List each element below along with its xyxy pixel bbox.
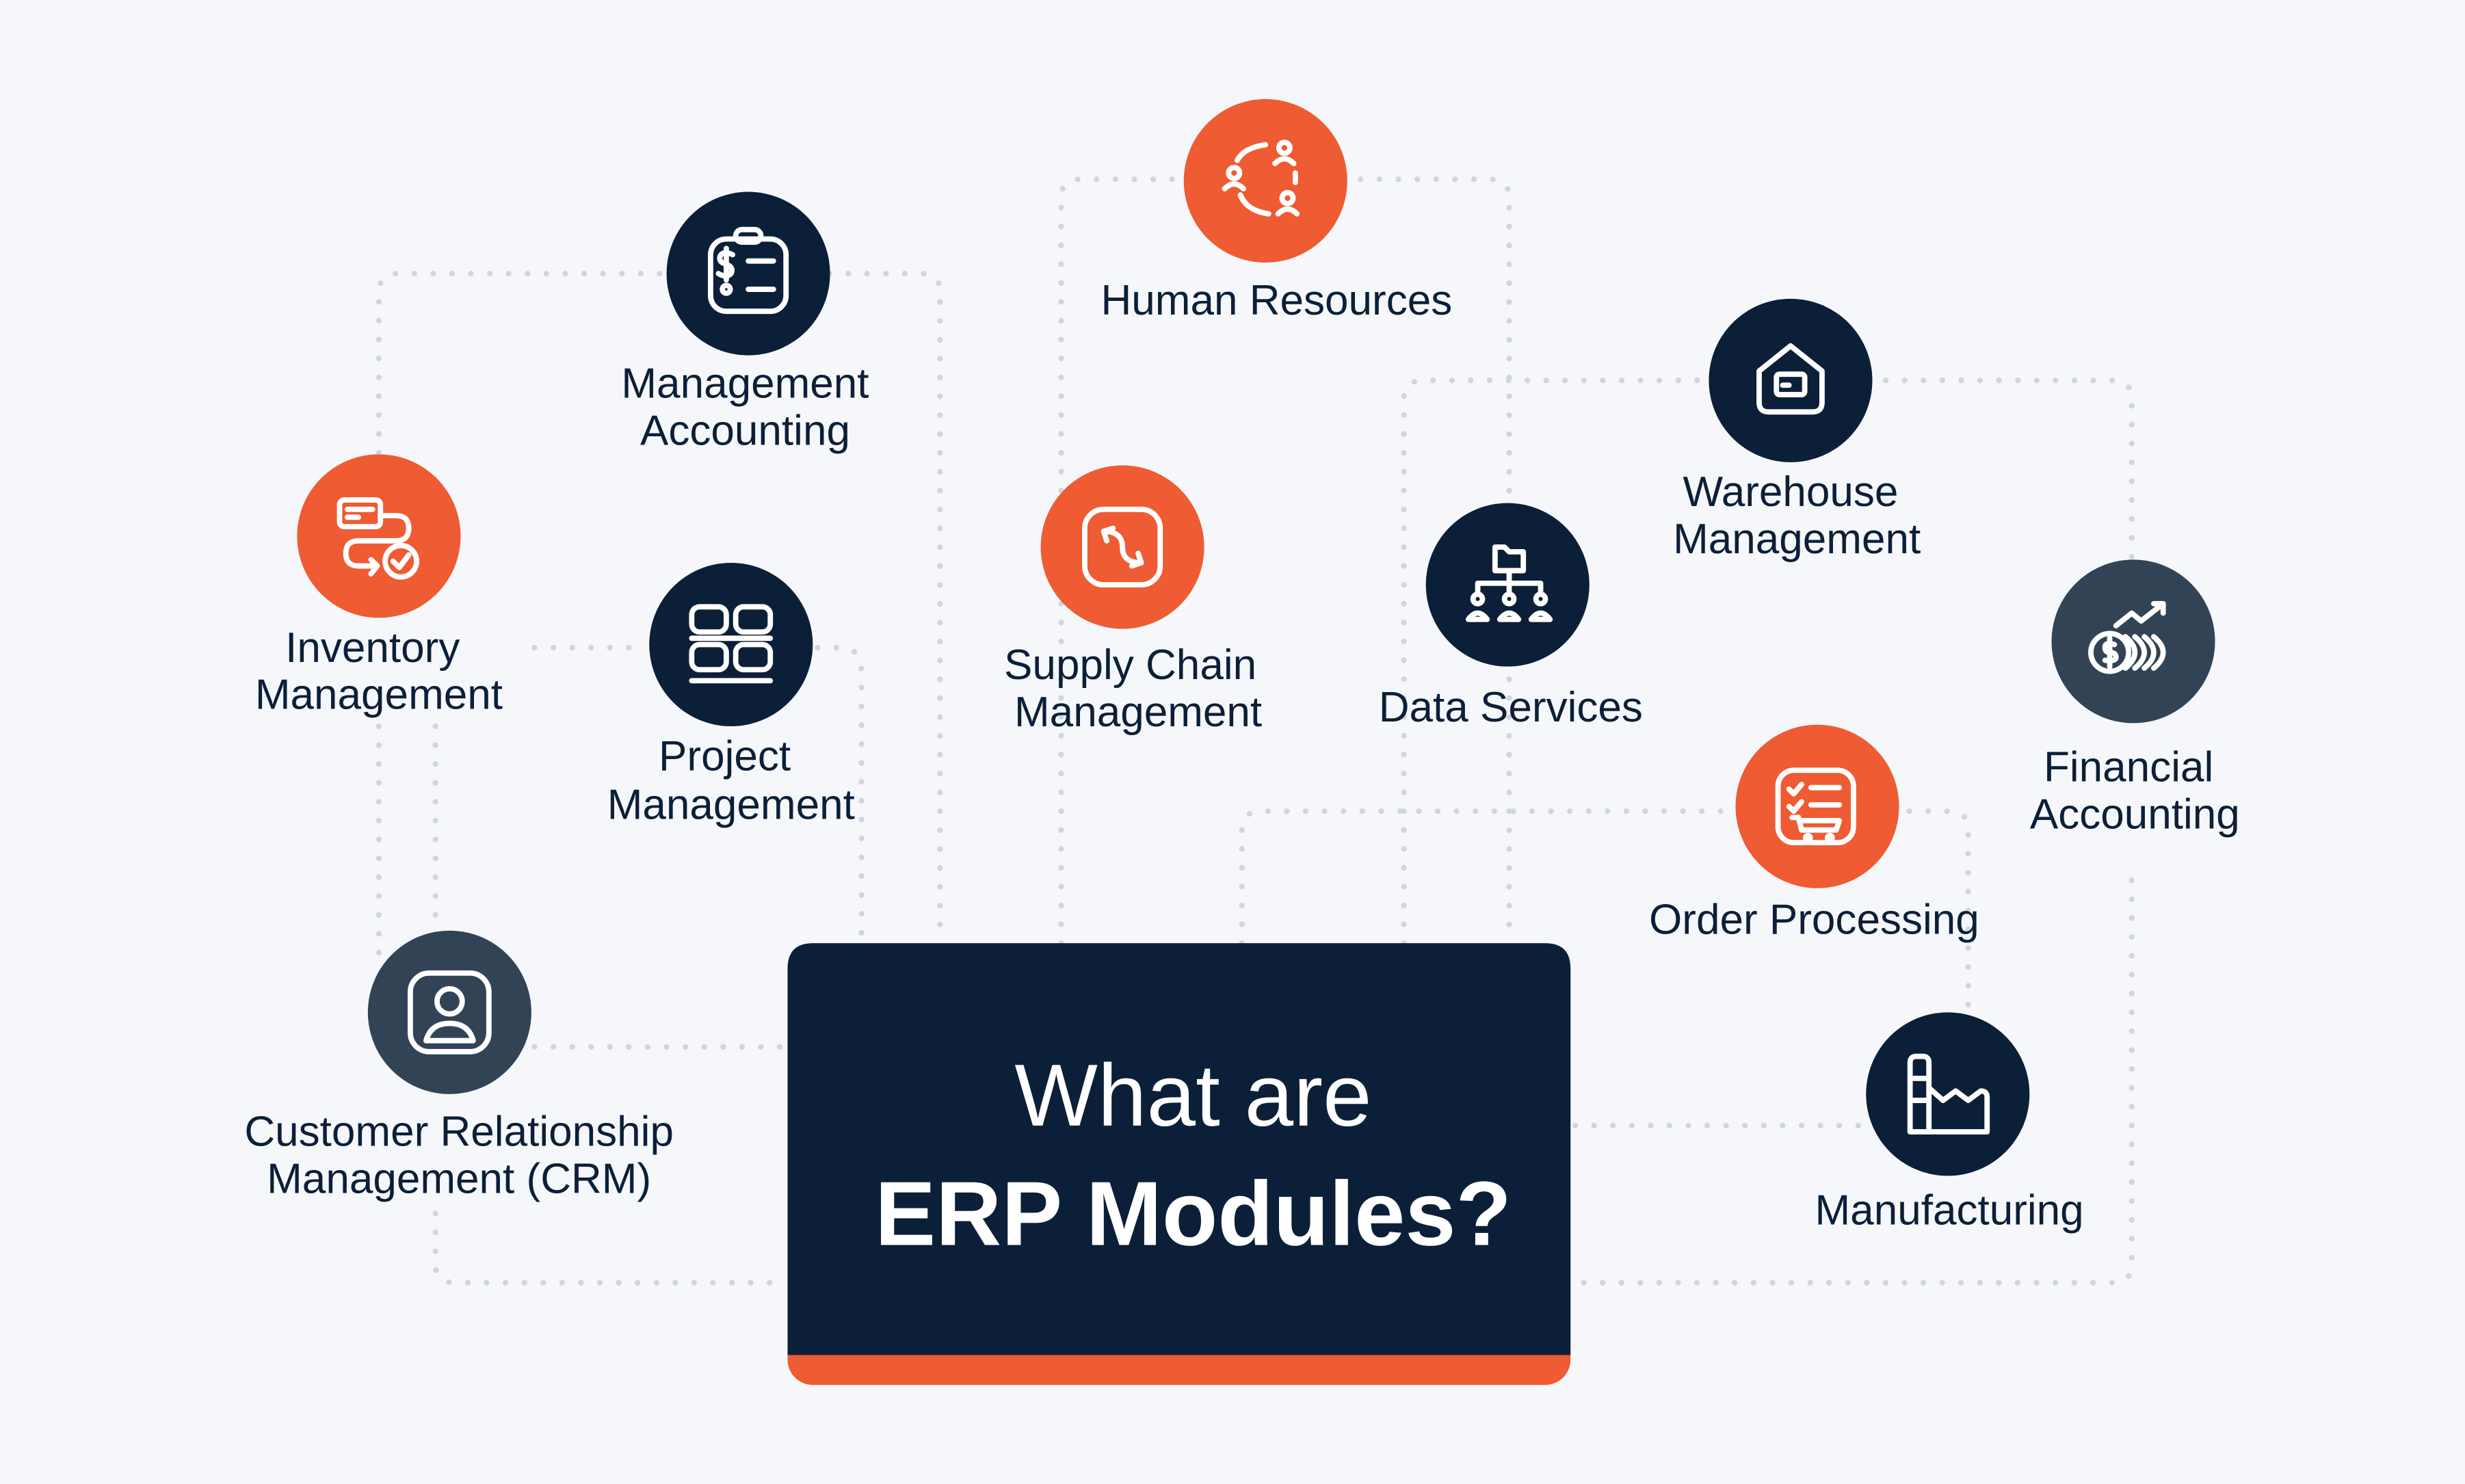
- module-label: Supply Chain: [1004, 641, 1256, 689]
- connector-inventory-crm: [432, 723, 789, 1286]
- connector-management-accounting: [375, 270, 943, 946]
- module-label: Order Processing: [1649, 896, 1979, 943]
- user-profile-icon: [407, 970, 492, 1055]
- module-circle: [1183, 98, 1347, 263]
- module-data-services[interactable]: Data Services: [1379, 503, 1643, 731]
- module-supply-chain-management[interactable]: Supply Chain Management: [1004, 465, 1262, 736]
- module-label: Management: [255, 672, 503, 719]
- people-cycle-icon: [1222, 140, 1300, 217]
- module-human-resources[interactable]: Human Resources: [1100, 98, 1452, 324]
- module-circle: [297, 454, 461, 618]
- folder-network-icon: [1465, 544, 1553, 622]
- title-card: What are ERP Modules?: [787, 943, 1571, 1386]
- warehouse-icon: [1756, 343, 1825, 415]
- module-circle: [649, 562, 813, 727]
- connector-order-processing: [1239, 808, 1971, 1017]
- module-circle: [1709, 298, 1873, 462]
- module-warehouse-management[interactable]: Warehouse Management: [1673, 298, 1921, 563]
- route-arrows-icon: [1082, 506, 1163, 588]
- clipboard-dollar-icon: [708, 226, 789, 315]
- module-order-processing[interactable]: Order Processing: [1649, 724, 1979, 944]
- module-manufacturing[interactable]: Manufacturing: [1815, 1012, 2084, 1234]
- module-label: Customer Relationship: [244, 1109, 674, 1156]
- module-project-management[interactable]: Project Management: [607, 562, 855, 829]
- module-financial-accounting[interactable]: Financial Accounting: [2030, 559, 2240, 838]
- module-label: Financial: [2044, 743, 2213, 791]
- module-label: Management: [621, 360, 869, 408]
- module-label: Accounting: [2030, 791, 2240, 838]
- connector-financial: [1569, 877, 2135, 1286]
- kanban-grid-icon: [689, 604, 774, 684]
- inventory-flow-icon: [337, 497, 420, 580]
- factory-icon: [1907, 1053, 1990, 1135]
- title-card-body: [787, 943, 1571, 1355]
- title-line-2: ERP Modules?: [875, 1163, 1512, 1265]
- module-label: Manufacturing: [1815, 1187, 2084, 1234]
- module-circle: [666, 191, 830, 356]
- module-label: Management: [607, 782, 855, 829]
- order-cart-icon: [1775, 767, 1856, 846]
- module-label: Human Resources: [1100, 277, 1452, 324]
- module-label: Management (CRM): [267, 1156, 651, 1203]
- module-management-accounting[interactable]: Management Accounting: [621, 191, 869, 455]
- coins-growth-icon: [2088, 600, 2166, 674]
- connector-project: [531, 644, 865, 946]
- module-label: Accounting: [640, 408, 850, 455]
- module-label: Inventory: [285, 624, 460, 672]
- title-line-1: What are: [1014, 1046, 1371, 1145]
- module-label: Management: [1014, 689, 1262, 736]
- module-label: Management: [1673, 516, 1921, 563]
- module-crm[interactable]: Customer Relationship Management (CRM): [244, 930, 674, 1203]
- module-inventory-management[interactable]: Inventory Management: [255, 454, 503, 719]
- module-label: Data Services: [1379, 684, 1643, 731]
- module-label: Project: [659, 732, 791, 780]
- module-label: Warehouse: [1683, 468, 1898, 516]
